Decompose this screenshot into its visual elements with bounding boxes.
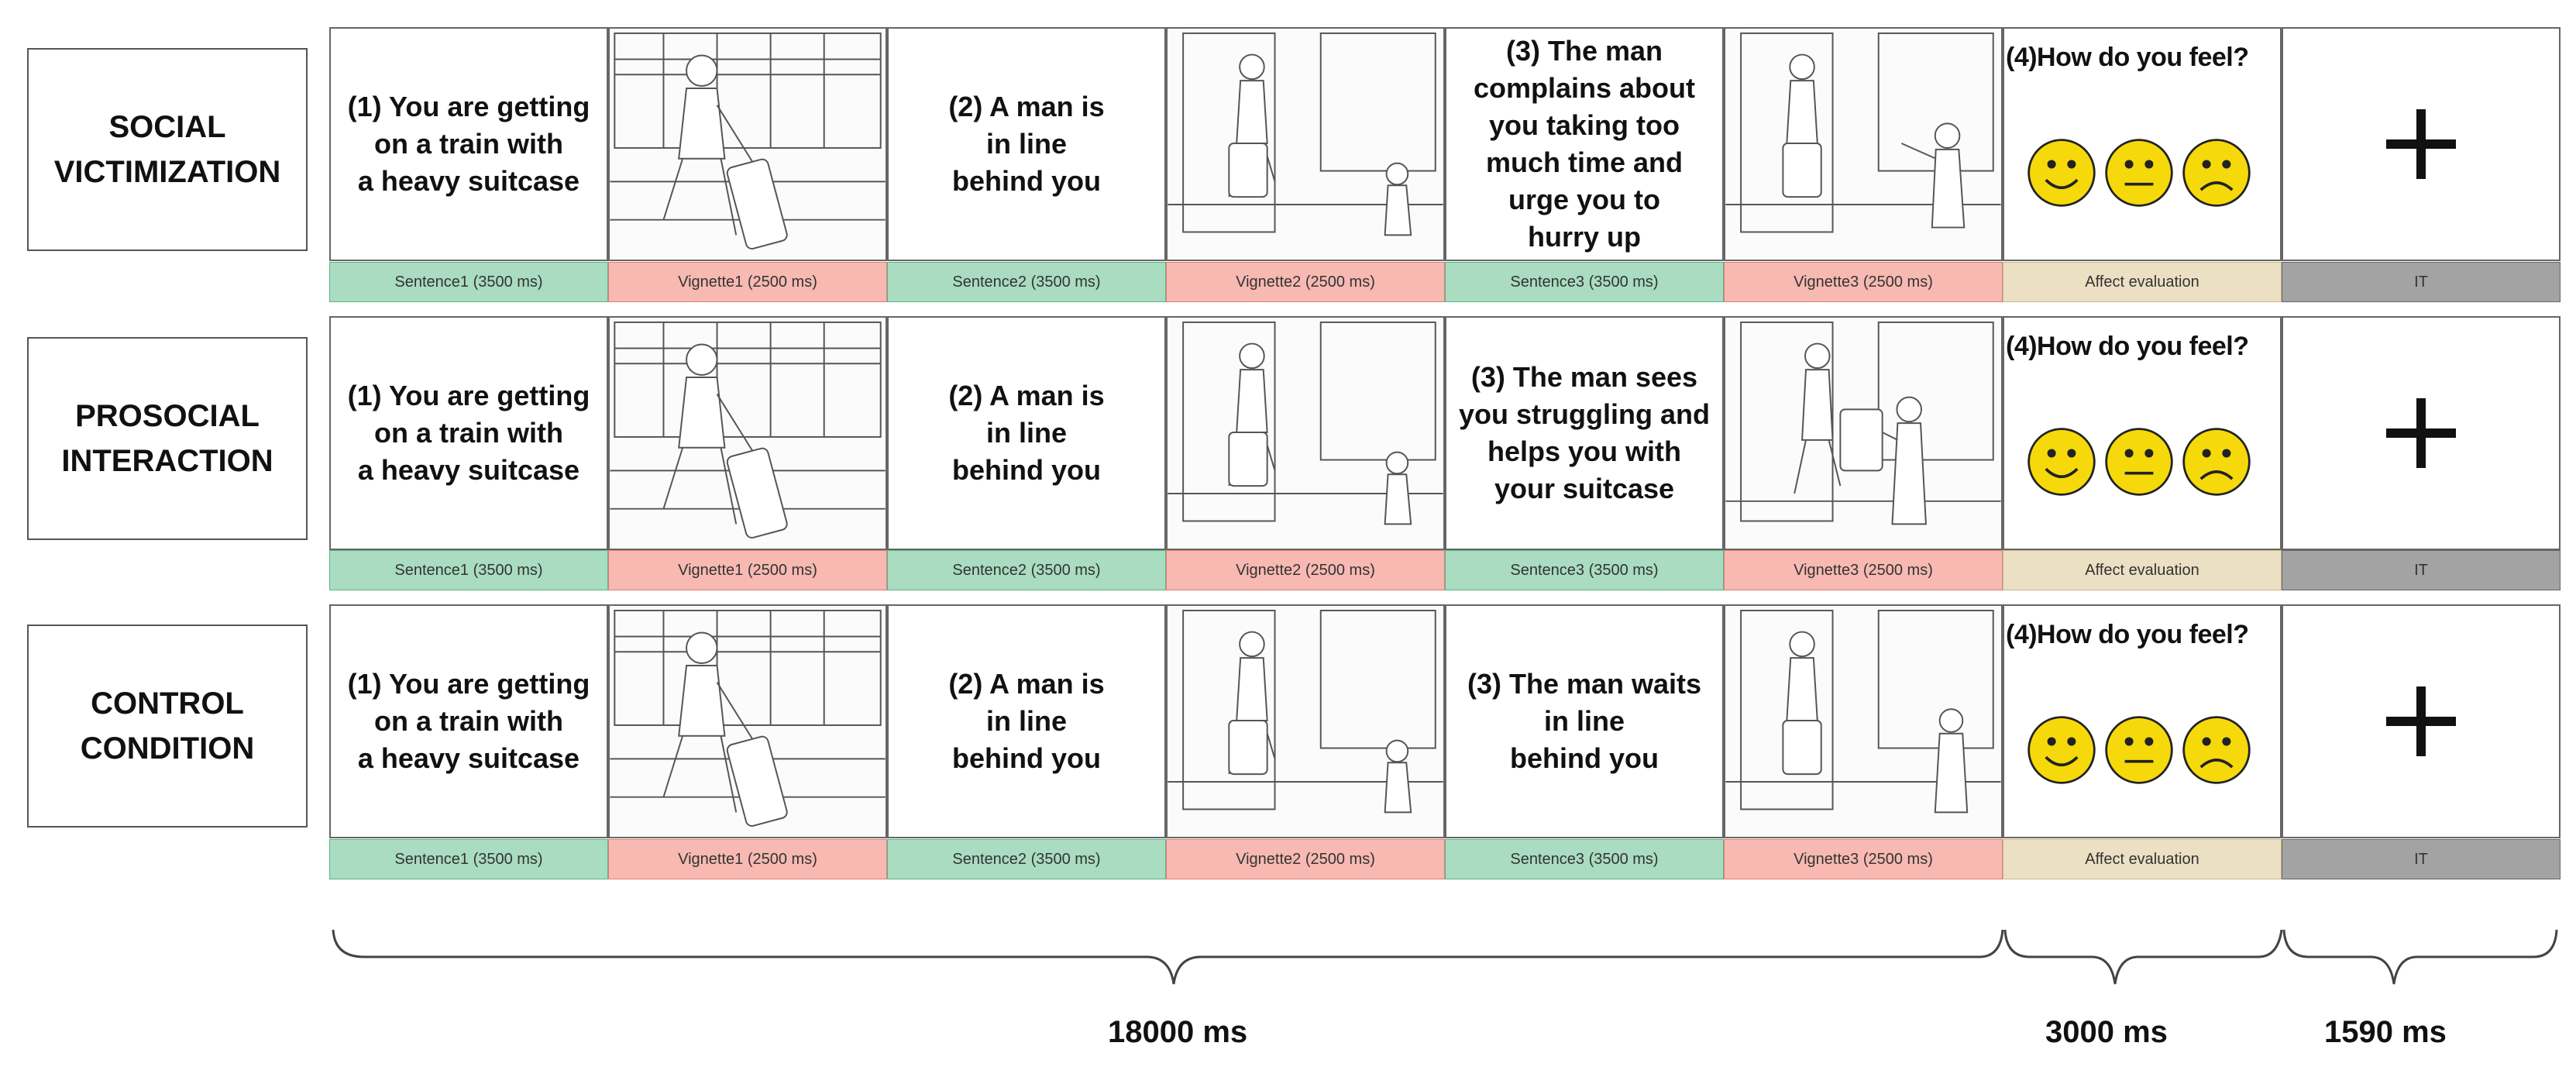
sad-face-icon (2182, 716, 2251, 784)
row3-label-sentence1: Sentence1 (3500 ms) (329, 839, 608, 879)
row1-vignette2 (1166, 27, 1445, 261)
neutral-face-icon (2105, 716, 2173, 784)
row3-label-sentence2: Sentence2 (3500 ms) (887, 839, 1166, 879)
row2-label-vignette3: Vignette3 (2500 ms) (1724, 550, 2003, 590)
row1-label-sentence3: Sentence3 (3500 ms) (1445, 262, 1724, 302)
row2-sentence3: (3) The man sees you struggling and help… (1445, 316, 1724, 550)
row2-label-vignette2: Vignette2 (2500 ms) (1166, 550, 1445, 590)
happy-face-icon (2027, 139, 2096, 207)
row2-label-vignette1: Vignette1 (2500 ms) (608, 550, 887, 590)
condition-label-prosocial-interaction: PROSOCIAL INTERACTION (27, 337, 308, 540)
happy-face-icon (2027, 428, 2096, 496)
face-scale (2026, 714, 2252, 786)
row2-label-iti: IT (2282, 550, 2561, 590)
man-complaining-illustration (1725, 32, 2001, 233)
train-platform-illustration (610, 32, 886, 249)
row1-label-sentence2: Sentence2 (3500 ms) (887, 262, 1166, 302)
row2-affect-panel: (4)How do you feel? (2003, 316, 2282, 550)
row3-vignette1 (608, 604, 887, 838)
row3-fixation-panel (2282, 604, 2561, 838)
row3-label-affect: Affect evaluation (2003, 839, 2282, 879)
row3-label-sentence3: Sentence3 (3500 ms) (1445, 839, 1724, 879)
row3-label-vignette1: Vignette1 (2500 ms) (608, 839, 887, 879)
duration-trial: 18000 ms (1108, 1015, 1248, 1049)
sad-face-icon (2182, 139, 2251, 207)
row1-vignette3 (1724, 27, 2003, 261)
row2-label-sentence1: Sentence1 (3500 ms) (329, 550, 608, 590)
fixation-cross-icon (2386, 109, 2456, 179)
brace-affect-phase (2003, 929, 2283, 985)
row2-fixation-panel (2282, 316, 2561, 550)
man-waiting-illustration (1725, 609, 2001, 814)
face-scale (2026, 137, 2252, 208)
row2-sentence2: (2) A man is in line behind you (887, 316, 1166, 550)
condition-label-social-victimization: SOCIAL VICTIMIZATION (27, 48, 308, 251)
row3-label-vignette2: Vignette2 (2500 ms) (1166, 839, 1445, 879)
row1-label-vignette2: Vignette2 (2500 ms) (1166, 262, 1445, 302)
row3-vignette2 (1166, 604, 1445, 838)
row1-label-iti: IT (2282, 262, 2561, 302)
affect-question: (4)How do you feel? (2006, 620, 2249, 649)
row3-vignette3 (1724, 604, 2003, 838)
train-door-illustration (1168, 32, 1443, 236)
neutral-face-icon (2105, 428, 2173, 496)
row2-vignette3 (1724, 316, 2003, 550)
train-platform-illustration (610, 609, 886, 827)
row1-sentence3: (3) The man complains about you taking t… (1445, 27, 1724, 261)
timeline-braces (332, 929, 2558, 985)
row2-sentence1: (1) You are getting on a train with a he… (329, 316, 608, 550)
train-door-illustration (1168, 321, 1443, 525)
face-scale (2026, 426, 2252, 497)
neutral-face-icon (2105, 139, 2173, 207)
row3-sentence2: (2) A man is in line behind you (887, 604, 1166, 838)
row3-label-iti: IT (2282, 839, 2561, 879)
affect-question: (4)How do you feel? (2006, 332, 2249, 361)
row2-label-sentence2: Sentence2 (3500 ms) (887, 550, 1166, 590)
brace-trial-phase (332, 929, 2004, 985)
row2-vignette1 (608, 316, 887, 550)
happy-face-icon (2027, 716, 2096, 784)
row1-label-vignette1: Vignette1 (2500 ms) (608, 262, 887, 302)
sad-face-icon (2182, 428, 2251, 496)
row2-vignette2 (1166, 316, 1445, 550)
affect-question: (4)How do you feel? (2006, 43, 2249, 72)
fixation-cross-icon (2386, 686, 2456, 756)
condition-label-control: CONTROL CONDITION (27, 625, 308, 828)
row1-vignette1 (608, 27, 887, 261)
brace-iti-phase (2282, 929, 2558, 985)
row2-label-sentence3: Sentence3 (3500 ms) (1445, 550, 1724, 590)
row3-affect-panel: (4)How do you feel? (2003, 604, 2282, 838)
row1-label-vignette3: Vignette3 (2500 ms) (1724, 262, 2003, 302)
row2-label-affect: Affect evaluation (2003, 550, 2282, 590)
row1-sentence1: (1) You are getting on a train with a he… (329, 27, 608, 261)
row1-label-sentence1: Sentence1 (3500 ms) (329, 262, 608, 302)
train-platform-illustration (610, 321, 886, 538)
duration-iti: 1590 ms (2324, 1015, 2447, 1049)
row3-sentence1: (1) You are getting on a train with a he… (329, 604, 608, 838)
duration-affect: 3000 ms (2045, 1015, 2168, 1049)
row1-sentence2: (2) A man is in line behind you (887, 27, 1166, 261)
row1-affect-panel: (4)How do you feel? (2003, 27, 2282, 261)
row1-fixation-panel (2282, 27, 2561, 261)
man-helping-illustration (1725, 321, 2001, 525)
fixation-cross-icon (2386, 398, 2456, 468)
row3-label-vignette3: Vignette3 (2500 ms) (1724, 839, 2003, 879)
row3-sentence3: (3) The man waits in line behind you (1445, 604, 1724, 838)
train-door-illustration (1168, 609, 1443, 814)
row1-label-affect: Affect evaluation (2003, 262, 2282, 302)
